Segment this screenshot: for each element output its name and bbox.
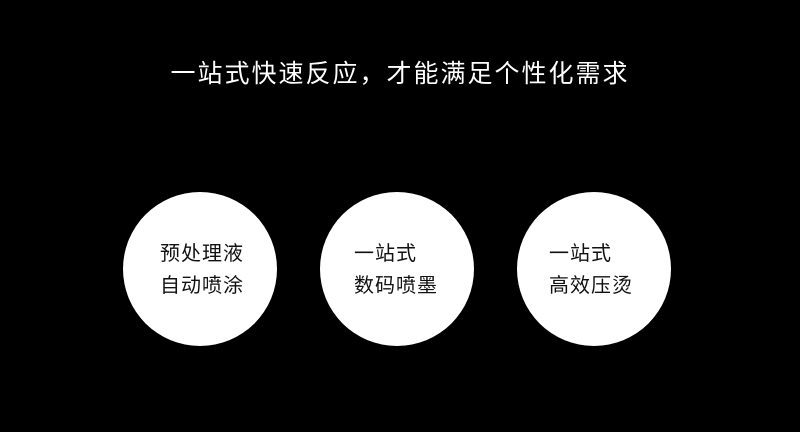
feature-circle-heat-press: 一站式 高效压烫 bbox=[517, 192, 671, 346]
feature-circle-digital-inkjet: 一站式 数码喷墨 bbox=[320, 192, 474, 346]
circle-line-1: 一站式 bbox=[354, 241, 417, 265]
circle-line-2: 数码喷墨 bbox=[354, 273, 438, 297]
headline: 一站式快速反应，才能满足个性化需求 bbox=[170, 59, 630, 88]
feature-circle-pretreatment: 预处理液 自动喷涂 bbox=[123, 192, 277, 346]
circle-line-1: 预处理液 bbox=[160, 241, 244, 265]
circle-line-2: 自动喷涂 bbox=[160, 273, 244, 297]
circle-line-1: 一站式 bbox=[549, 241, 612, 265]
circle-line-2: 高效压烫 bbox=[549, 273, 633, 297]
